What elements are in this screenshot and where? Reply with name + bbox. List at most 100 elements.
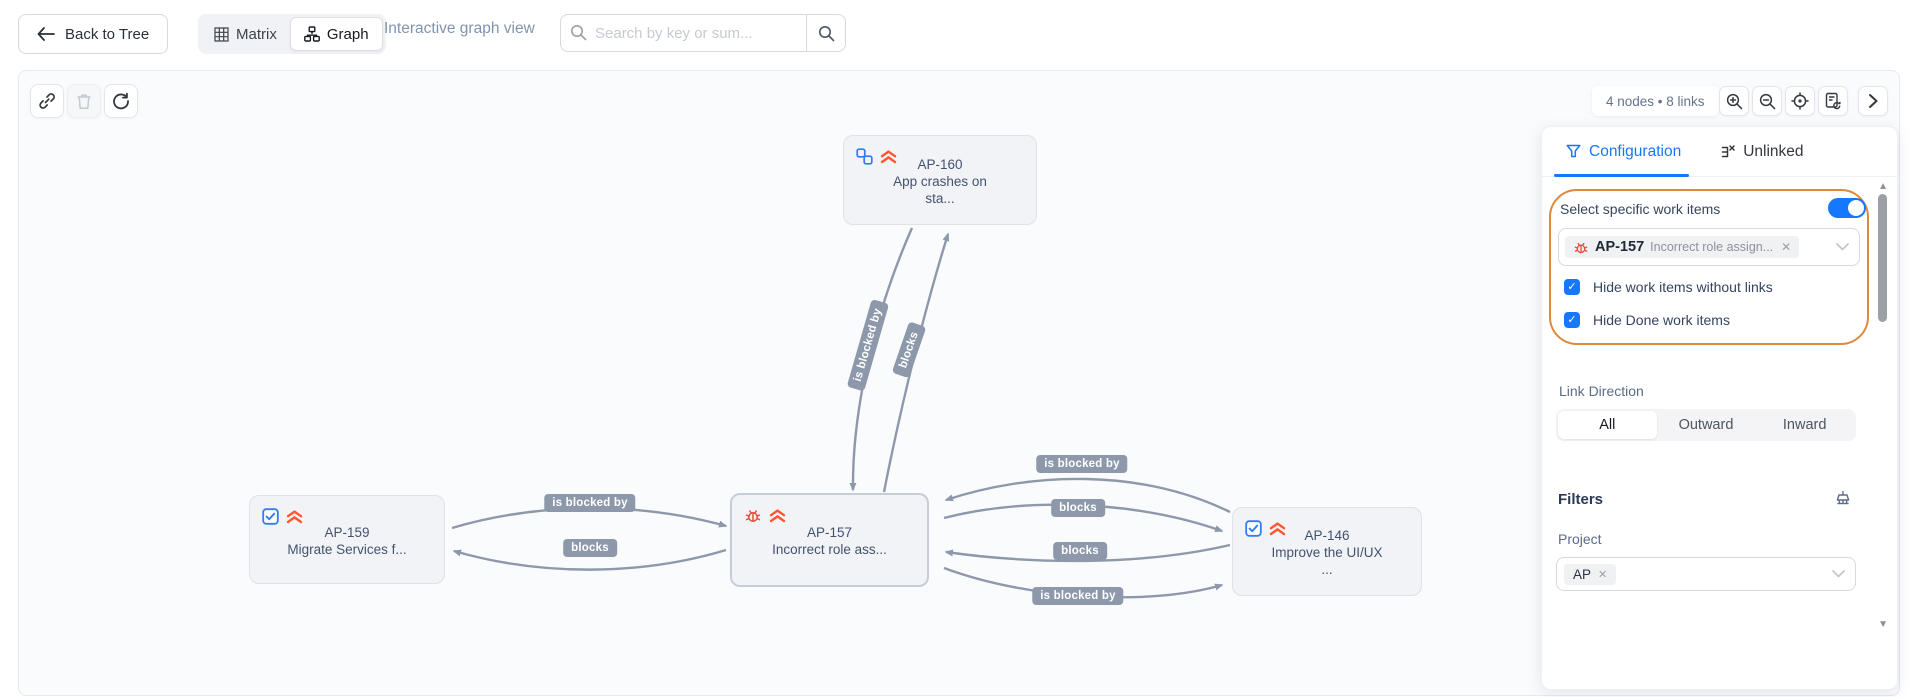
link-direction-segmented: All Outward Inward: [1556, 409, 1856, 441]
edge-label[interactable]: is blocked by: [544, 494, 636, 512]
chevron-down-icon: [1832, 570, 1845, 578]
edge-label[interactable]: blocks: [1053, 542, 1107, 560]
link-direction-all[interactable]: All: [1558, 411, 1657, 439]
delete-link-button[interactable]: [67, 84, 101, 118]
edge-label[interactable]: blocks: [1051, 499, 1105, 517]
node-summary: sta...: [925, 190, 955, 206]
link-direction-label: Link Direction: [1559, 383, 1644, 399]
scroll-down-icon[interactable]: ▼: [1878, 619, 1888, 630]
chevron-right-icon: [1869, 94, 1878, 108]
refresh-icon: [113, 92, 129, 110]
search-input[interactable]: [560, 14, 806, 52]
bug-type-icon: [745, 510, 761, 522]
hide-done-label: Hide Done work items: [1593, 312, 1730, 328]
clear-filters-button[interactable]: [1834, 489, 1852, 512]
view-description: Interactive graph view: [384, 20, 535, 37]
bug-type-icon: [1574, 242, 1588, 253]
graph-stats-badge: 4 nodes • 8 links: [1592, 86, 1719, 116]
node-summary: ...: [1321, 562, 1333, 577]
graph-nodes-icon: [303, 26, 320, 42]
active-tab-underline: [1554, 174, 1689, 177]
search-icon: [571, 25, 587, 41]
node-key: AP-146: [1304, 528, 1350, 543]
report-export-icon: [1825, 92, 1841, 110]
task-type-icon: [262, 508, 279, 525]
search-group: [560, 14, 846, 52]
toggle-knob: [1848, 200, 1864, 216]
search-submit-button[interactable]: [806, 14, 846, 52]
filter-funnel-icon: [1566, 144, 1581, 158]
broom-icon: [1836, 491, 1850, 505]
node-summary: Improve the UI/UX: [1271, 545, 1383, 560]
zoom-in-button[interactable]: [1719, 86, 1749, 116]
tab-unlinked-label: Unlinked: [1743, 142, 1804, 160]
work-item-node-ap-157[interactable]: AP-157 Incorrect role ass...: [730, 493, 929, 587]
view-switcher: Matrix Graph: [198, 14, 386, 54]
project-select[interactable]: AP ✕: [1556, 557, 1856, 591]
zoom-out-icon: [1759, 93, 1775, 109]
scroll-up-icon[interactable]: ▲: [1878, 181, 1888, 192]
fit-view-button[interactable]: [1785, 86, 1815, 116]
work-item-select[interactable]: AP-157 Incorrect role assign... ✕: [1558, 228, 1860, 266]
link-direction-outward[interactable]: Outward: [1678, 417, 1734, 433]
collapse-panel-button[interactable]: [1858, 86, 1888, 116]
hide-done-checkbox-row[interactable]: ✓ Hide Done work items: [1564, 312, 1730, 328]
work-item-node-ap-160[interactable]: AP-160 App crashes on sta...: [843, 135, 1037, 225]
project-chip-label: AP: [1573, 566, 1592, 582]
tab-matrix[interactable]: Matrix: [201, 17, 290, 51]
zoom-in-icon: [1726, 93, 1742, 109]
work-item-node-ap-146[interactable]: AP-146 Improve the UI/UX ...: [1232, 507, 1422, 596]
priority-highest-icon: [286, 509, 303, 523]
subtask-type-icon: [856, 148, 873, 165]
export-report-button[interactable]: [1818, 86, 1848, 116]
back-to-tree-button[interactable]: Back to Tree: [18, 14, 169, 54]
unlinked-icon: [1721, 144, 1735, 157]
top-toolbar: Back to Tree Matrix Graph Interactive gr…: [0, 0, 1918, 70]
link-icon: [39, 93, 55, 109]
filters-title: Filters: [1558, 491, 1604, 508]
chevron-down-icon: [1836, 243, 1849, 251]
tab-unlinked[interactable]: Unlinked: [1719, 142, 1804, 161]
trash-icon: [77, 93, 91, 109]
edge-label[interactable]: is blocked by: [1032, 587, 1124, 605]
select-specific-label: Select specific work items: [1560, 201, 1721, 217]
chip-item-summary: Incorrect role assign...: [1650, 240, 1774, 254]
project-filter-label: Project: [1558, 531, 1602, 547]
priority-highest-icon: [880, 149, 897, 163]
matrix-grid-icon: [214, 26, 229, 42]
panel-scrollbar[interactable]: ▲ ▼: [1877, 181, 1888, 675]
task-type-icon: [1245, 520, 1262, 537]
tab-matrix-label: Matrix: [236, 25, 277, 43]
node-key: AP-160: [917, 156, 963, 172]
edge-label[interactable]: is blocked by: [1036, 455, 1128, 473]
hide-without-links-label: Hide work items without links: [1593, 279, 1773, 295]
zoom-out-button[interactable]: [1752, 86, 1782, 116]
scrollbar-thumb[interactable]: [1878, 194, 1887, 322]
hide-without-links-checkbox-row[interactable]: ✓ Hide work items without links: [1564, 279, 1773, 295]
select-specific-toggle[interactable]: [1828, 198, 1866, 218]
chip-remove-icon[interactable]: ✕: [1598, 568, 1608, 581]
back-to-tree-label: Back to Tree: [65, 25, 150, 43]
search-button-icon: [818, 25, 834, 41]
create-link-button[interactable]: [30, 84, 64, 118]
edge-label[interactable]: blocks: [563, 539, 617, 557]
checkbox-checked-icon[interactable]: ✓: [1564, 279, 1580, 295]
checkbox-checked-icon[interactable]: ✓: [1564, 312, 1580, 328]
node-summary: Migrate Services f...: [287, 541, 407, 557]
crosshair-icon: [1791, 92, 1809, 110]
back-arrow-icon: [37, 27, 55, 41]
tab-graph-label: Graph: [326, 25, 369, 43]
selected-item-chip: AP-157 Incorrect role assign... ✕: [1565, 236, 1800, 258]
panel-tabs: Configuration Unlinked: [1542, 127, 1897, 177]
node-summary: App crashes on: [893, 173, 987, 189]
node-summary: Incorrect role ass...: [772, 542, 887, 557]
link-direction-inward[interactable]: Inward: [1782, 417, 1827, 433]
chip-item-key: AP-157: [1595, 239, 1645, 255]
tab-graph[interactable]: Graph: [289, 17, 383, 51]
priority-highest-icon: [1269, 521, 1286, 535]
tab-configuration[interactable]: Configuration: [1566, 143, 1681, 161]
chip-remove-icon[interactable]: ✕: [1781, 240, 1792, 254]
work-item-node-ap-159[interactable]: AP-159 Migrate Services f...: [249, 495, 445, 584]
refresh-button[interactable]: [104, 84, 138, 118]
